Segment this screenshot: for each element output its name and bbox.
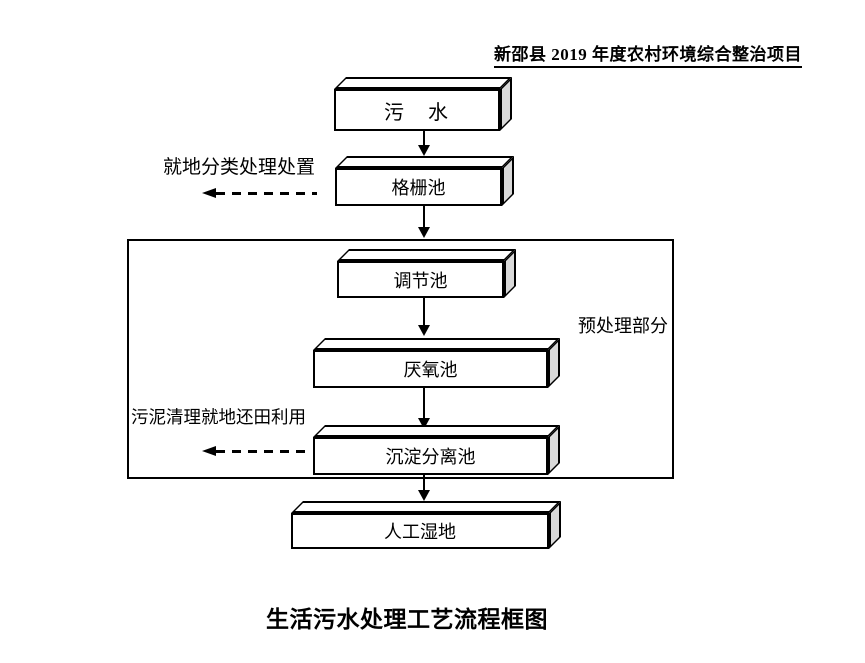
- box-front-face: 沉淀分离池: [313, 437, 548, 475]
- flow-node-label-anaerobic-pool: 厌氧池: [403, 360, 458, 380]
- pretreatment-group-outline: [127, 239, 674, 479]
- arrow-line-regulating-to-anaerobic: [423, 297, 425, 325]
- flow-node-label-sewage: 污 水: [384, 101, 450, 124]
- box-top-face: [335, 156, 514, 168]
- flow-node-sewage: 污 水: [334, 77, 512, 131]
- box-front-face: 污 水: [334, 89, 500, 131]
- pretreatment-group-label: 预处理部分: [578, 316, 668, 336]
- dashed-arrow-head-onsite: [202, 188, 216, 198]
- box-top-face: [313, 338, 560, 350]
- flow-node-regulating-pool: 调节池: [337, 249, 516, 298]
- flow-node-label-regulating-pool: 调节池: [393, 270, 448, 291]
- flow-node-sedimentation-pool: 沉淀分离池: [313, 425, 560, 475]
- dashed-arrow-line-onsite: [216, 192, 317, 195]
- side-label-onsite-disposal: 就地分类处理处置: [163, 157, 316, 178]
- arrow-head-sedimentation-to-wetland: [418, 490, 430, 501]
- arrow-line-anaerobic-to-sedimentation: [423, 387, 425, 418]
- flow-node-anaerobic-pool: 厌氧池: [313, 338, 560, 388]
- document-header-title: 新邵县 2019 年度农村环境综合整治项目: [494, 40, 802, 68]
- dashed-arrow-head-sludge: [202, 446, 216, 456]
- box-front-face: 人工湿地: [291, 513, 549, 549]
- box-front-face: 格栅池: [335, 168, 502, 206]
- flow-node-label-grid-pool: 格栅池: [391, 178, 446, 198]
- box-top-face: [291, 501, 561, 513]
- side-label-sludge-reuse: 污泥清理就地还田利用: [131, 407, 306, 427]
- flow-node-wetland: 人工湿地: [291, 501, 561, 549]
- dashed-arrow-line-sludge: [216, 450, 312, 453]
- box-front-face: 调节池: [337, 261, 504, 298]
- arrow-head-sewage-to-grid: [418, 145, 430, 156]
- arrow-line-grid-to-group: [423, 206, 425, 228]
- box-top-face: [337, 249, 516, 261]
- arrow-line-sewage-to-grid: [423, 130, 425, 146]
- box-top-face: [334, 77, 512, 89]
- arrow-line-sedimentation-to-wetland: [423, 474, 425, 491]
- flow-node-label-wetland: 人工湿地: [384, 522, 456, 542]
- flow-node-label-sedimentation-pool: 沉淀分离池: [385, 447, 476, 467]
- arrow-head-regulating-to-anaerobic: [418, 325, 430, 336]
- box-top-face: [313, 425, 560, 437]
- arrow-head-grid-to-group: [418, 227, 430, 238]
- box-front-face: 厌氧池: [313, 350, 548, 388]
- diagram-caption: 生活污水处理工艺流程框图: [266, 607, 548, 632]
- flow-node-grid-pool: 格栅池: [335, 156, 514, 206]
- arrow-head-anaerobic-to-sedimentation: [418, 418, 430, 429]
